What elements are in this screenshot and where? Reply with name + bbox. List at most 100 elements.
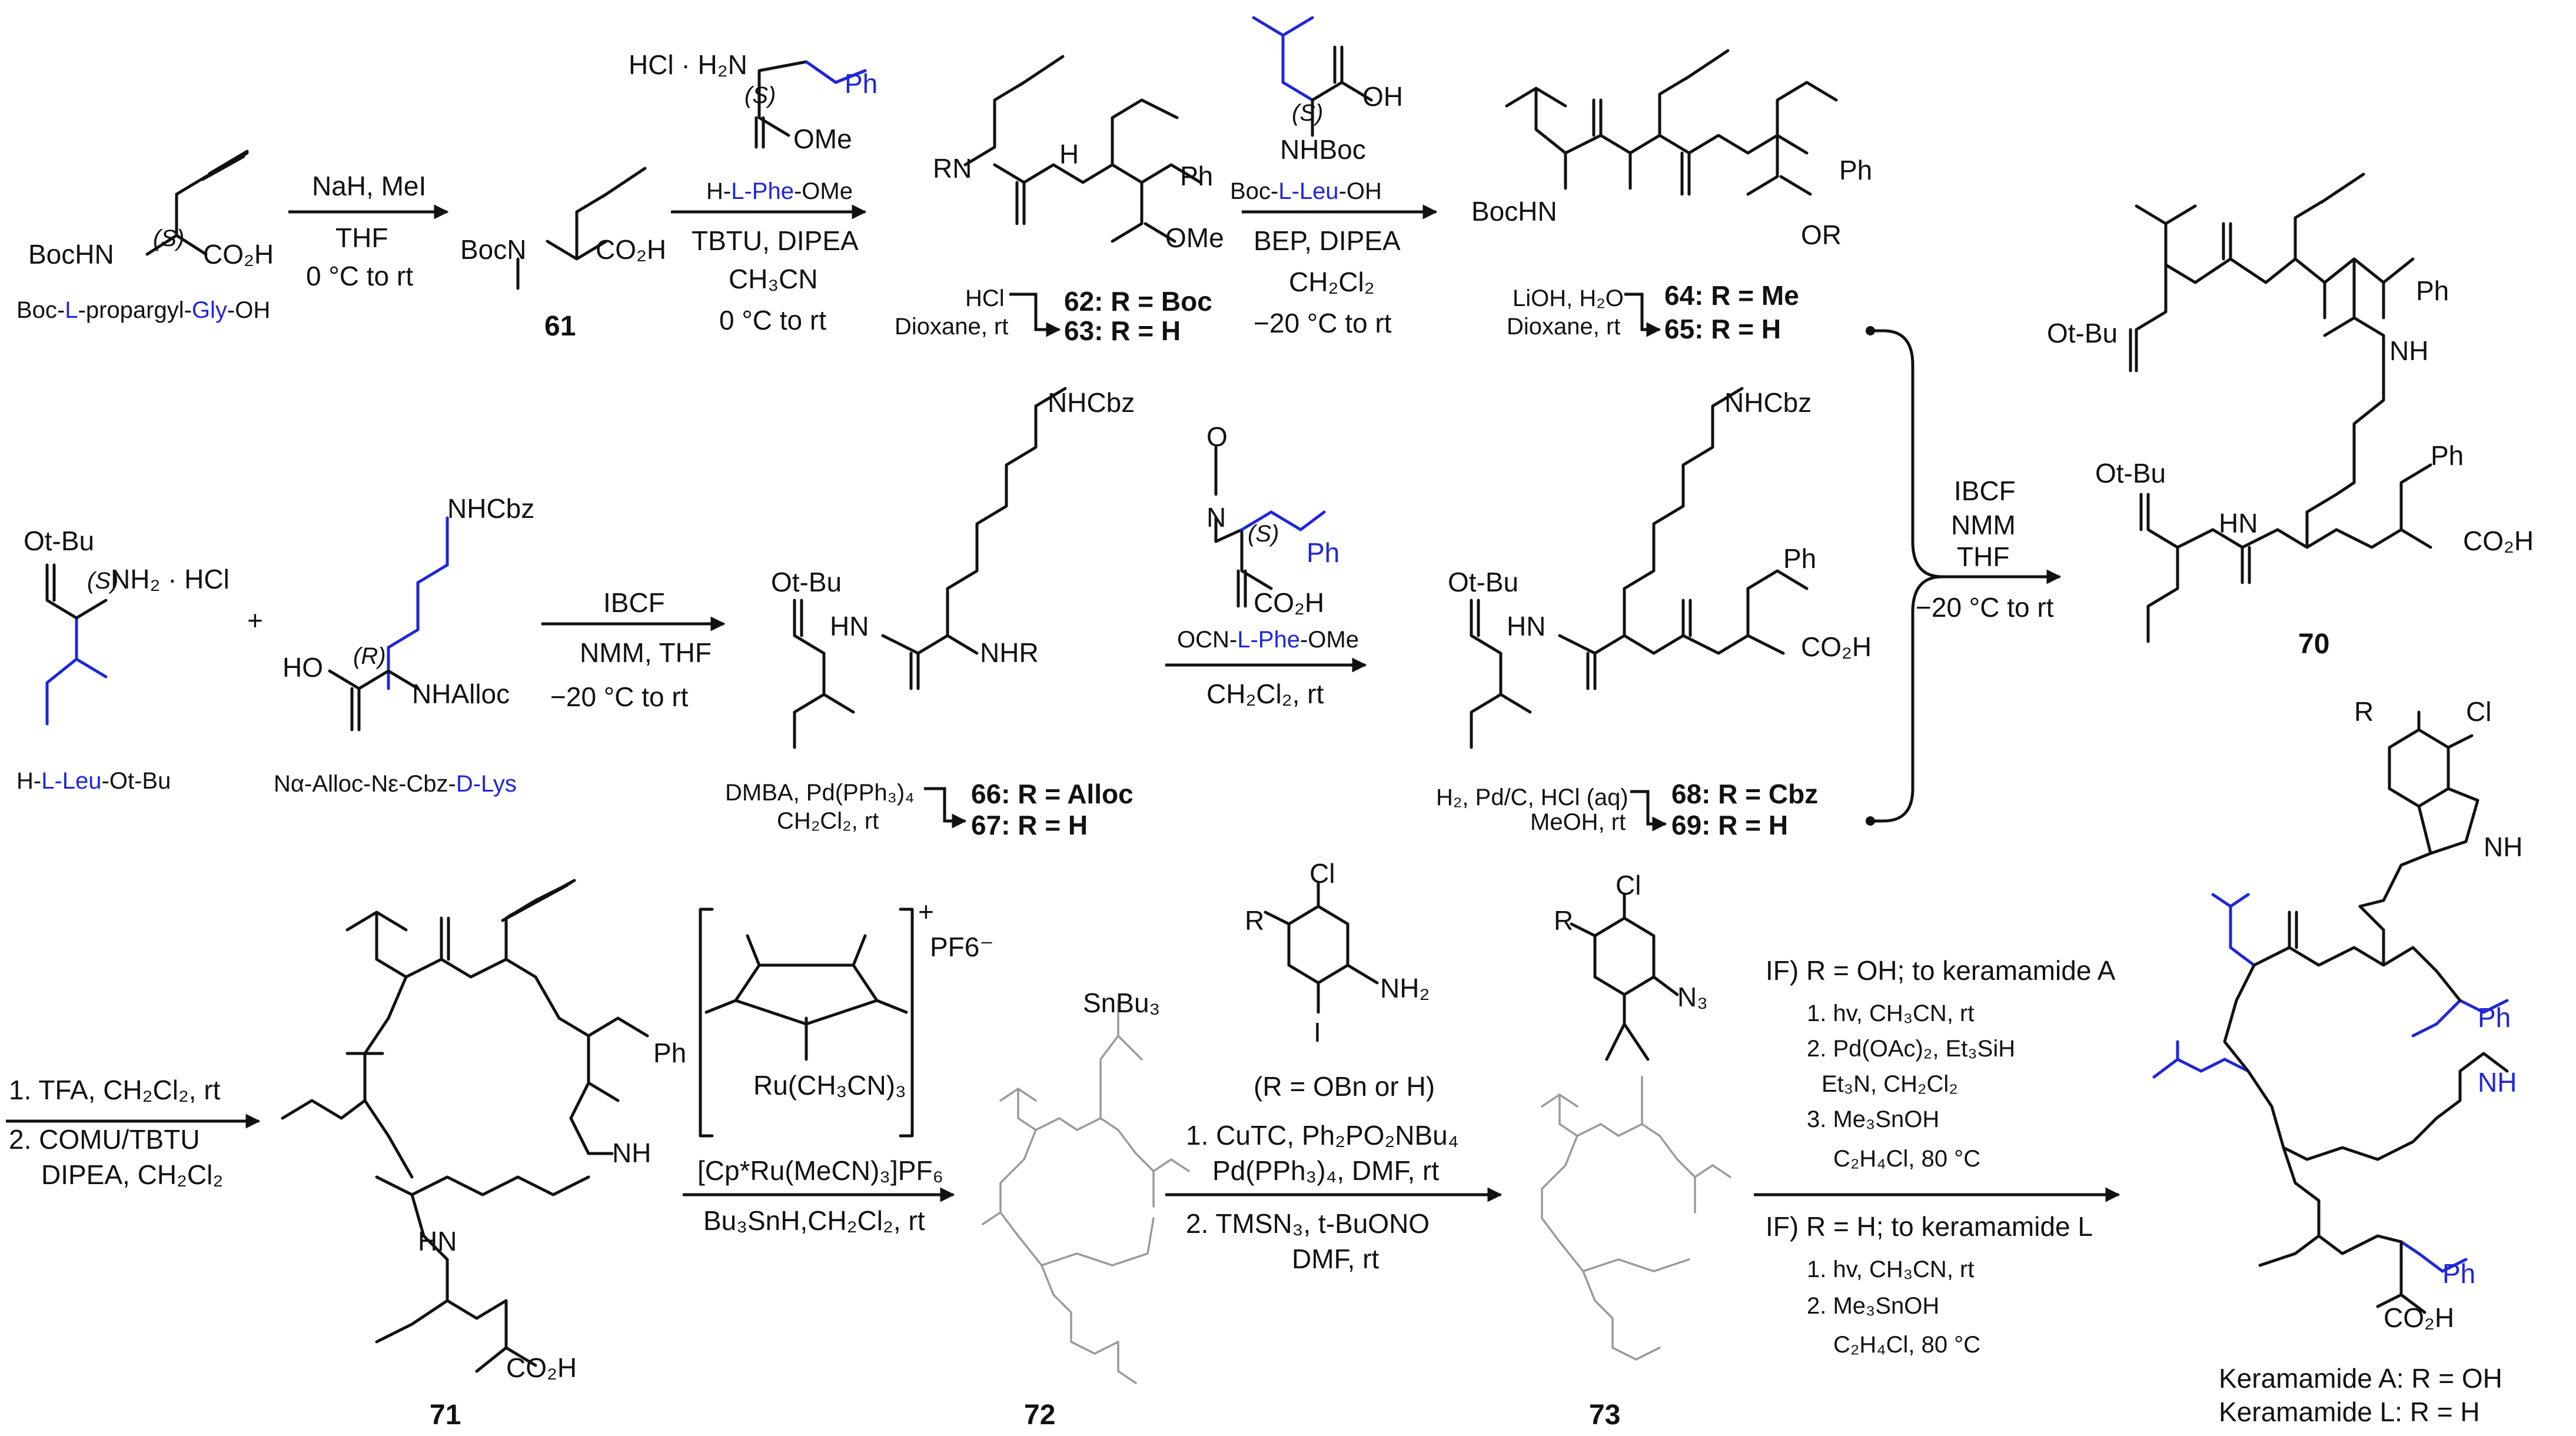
svg-text:69: R = H: 69: R = H [1671,810,1788,840]
svg-text:NH: NH [612,1138,651,1168]
svg-text:Ph: Ph [845,68,877,99]
svg-text:CO₂H: CO₂H [2463,526,2534,556]
svg-text:0 °C to rt: 0 °C to rt [306,261,413,291]
svg-text:Cl: Cl [2466,696,2491,727]
svg-text:+: + [918,896,934,927]
svg-text:Cl: Cl [1309,858,1335,889]
svg-text:MeOH, rt: MeOH, rt [1530,809,1626,835]
svg-text:PF6⁻: PF6⁻ [930,932,994,962]
reagent-name-leu-otbu: H-L-Leu-Ot-Bu [16,768,171,794]
bochn-label: BocHN [28,239,114,270]
svg-text:NH₂ · HCl: NH₂ · HCl [111,564,230,594]
svg-text:DMBA, Pd(PPh₃)₄: DMBA, Pd(PPh₃)₄ [725,780,915,806]
svg-text:NHBoc: NHBoc [1280,134,1366,165]
svg-text:HN: HN [1507,611,1545,641]
svg-text:Pd(PPh₃)₄, DMF, rt: Pd(PPh₃)₄, DMF, rt [1212,1155,1439,1186]
svg-text:NHCbz: NHCbz [447,493,534,524]
keramamide-l-name: Keramamide L: R = H [2219,1397,2480,1427]
conditions-step9: 1. CuTC, Ph₂PO₂NBu₄ Pd(PPh₃)₄, DMF, rt 2… [1186,1120,1459,1274]
svg-text:(R = OBn or H): (R = OBn or H) [1254,1071,1435,1102]
svg-text:66: R = Alloc: 66: R = Alloc [971,779,1134,809]
svg-text:Ph: Ph [1307,537,1339,568]
svg-text:NHCbz: NHCbz [1724,387,1811,418]
svg-text:C₂H₄Cl, 80 °C: C₂H₄Cl, 80 °C [1833,1146,1980,1172]
compound-name: Boc-L-propargyl-Gly-OH [16,297,270,323]
keramamide-a-name: Keramamide A: R = OH [2219,1363,2502,1394]
svg-text:TBTU, DIPEA: TBTU, DIPEA [692,225,859,256]
svg-text:Ot-Bu: Ot-Bu [24,526,94,556]
svg-text:[Cp*Ru(MeCN)₃]PF₆: [Cp*Ru(MeCN)₃]PF₆ [697,1155,943,1186]
svg-text:2. TMSN₃, t-BuONO: 2. TMSN₃, t-BuONO [1186,1208,1430,1239]
structure-68-69: Ot-Bu HN CO₂H Ph NHCbz H₂, Pd/C, HCl (aq… [1436,387,1872,840]
structure-61: BocN CO₂H 61 [460,167,666,342]
structure-phe-ome: HCl · H₂N (S) Ph OMe H-L-Phe-OMe [629,49,877,204]
svg-text:Ru(CH₃CN)₃: Ru(CH₃CN)₃ [753,1070,906,1101]
svg-text:SnBu₃: SnBu₃ [1083,988,1160,1018]
svg-text:C₂H₄Cl, 80 °C: C₂H₄Cl, 80 °C [1833,1332,1980,1358]
svg-text:NMM: NMM [1951,510,2016,540]
svg-text:BEP, DIPEA: BEP, DIPEA [1254,225,1401,256]
structure-70: Ot-Bu Ot-Bu Ph Ph CO₂H NH HN 70 [2047,172,2534,660]
svg-text:62: R = Boc: 62: R = Boc [1064,286,1212,317]
conditions-step10a: IF) R = OH; to keramamide A 1. hv, CH₃CN… [1766,955,2116,1172]
svg-text:HCl · H₂N: HCl · H₂N [629,49,747,80]
svg-text:64: R = Me: 64: R = Me [1664,280,1799,311]
svg-text:H: H [1059,139,1079,169]
acid-label: CO₂H [203,239,274,270]
structure-72: SnBu₃ 72 [982,988,1190,1431]
svg-text:Ot-Bu: Ot-Bu [1448,567,1518,597]
svg-text:R: R [1554,905,1573,936]
compound-number-72: 72 [1024,1400,1055,1431]
svg-text:Ph: Ph [2431,440,2464,471]
svg-text:NH: NH [2478,1067,2517,1098]
svg-text:−20 °C to rt: −20 °C to rt [1254,308,1392,338]
svg-text:Ot-Bu: Ot-Bu [2047,318,2118,348]
svg-text:NHR: NHR [980,637,1039,668]
svg-text:NHCbz: NHCbz [1048,387,1135,418]
svg-text:−20 °C to rt: −20 °C to rt [550,682,689,712]
svg-text:CO₂H: CO₂H [506,1352,577,1383]
conditions-step7: 1. TFA, CH₂Cl₂, rt 2. COMU/TBTU DIPEA, C… [9,1075,223,1190]
svg-text:LiOH, H₂O: LiOH, H₂O [1513,285,1624,311]
structure-aniline: Cl R NH₂ I (R = OBn or H) [1245,858,1435,1102]
structure-71: Ph CO₂H NH HN 71 [281,879,686,1431]
structure-66-67: Ot-Bu HN NHR NHCbz DMBA, Pd(PPh₃)₄ CH₂Cl… [725,387,1135,840]
structure-73: Cl R N₃ 73 [1541,870,1731,1431]
compound-number-71: 71 [430,1400,461,1431]
reagent-name-phe: H-L-Phe-OMe [706,178,853,204]
svg-text:Ph: Ph [2416,275,2449,306]
svg-text:CH₂Cl₂, rt: CH₂Cl₂, rt [1206,679,1324,709]
svg-text:CH₂Cl₂: CH₂Cl₂ [1289,267,1375,297]
svg-text:(S): (S) [1248,521,1279,547]
svg-text:NaH, MeI: NaH, MeI [312,171,426,201]
structure-leu-otbu: Ot-Bu (S) NH₂ · HCl + H-L-Leu-Ot-Bu [16,526,263,794]
svg-text:1. hv, CH₃CN, rt: 1. hv, CH₃CN, rt [1807,1256,1974,1282]
svg-text:HN: HN [830,611,869,641]
reagent-name-leu: Boc-L-Leu-OH [1230,178,1382,204]
svg-text:IBCF: IBCF [603,587,665,618]
svg-text:CO₂H: CO₂H [1801,631,1872,662]
svg-text:68: R = Cbz: 68: R = Cbz [1671,779,1818,809]
svg-text:Ph: Ph [653,1038,686,1068]
svg-text:OH: OH [1362,81,1403,112]
compound-number-61: 61 [544,311,576,342]
svg-text:(S): (S) [744,82,776,108]
svg-text:(S): (S) [87,568,118,594]
svg-text:NH₂: NH₂ [1380,973,1430,1003]
svg-text:HN: HN [2219,508,2258,538]
svg-text:N₃: N₃ [1677,982,1708,1012]
svg-text:2. COMU/TBTU: 2. COMU/TBTU [9,1124,200,1155]
svg-text:HN: HN [418,1226,457,1256]
svg-text:1. CuTC, Ph₂PO₂NBu₄: 1. CuTC, Ph₂PO₂NBu₄ [1186,1120,1459,1151]
svg-text:Ph: Ph [1839,155,1872,185]
svg-text:3. Me₃SnOH: 3. Me₃SnOH [1807,1106,1939,1132]
svg-text:IBCF: IBCF [1954,476,2016,506]
svg-text:RN: RN [933,153,972,184]
svg-text:NMM, THF: NMM, THF [580,637,712,668]
conditions-step6: CH₂Cl₂, rt [1206,679,1324,709]
structure-boc-leu: OH (S) NHBoc Boc-L-Leu-OH [1230,16,1403,204]
structure-alloc-lys: NHCbz HO (R) NHAlloc Nα-Alloc-Nε-Cbz-D-L… [274,493,534,797]
svg-text:THF: THF [335,222,388,253]
svg-text:BocHN: BocHN [1471,196,1557,227]
